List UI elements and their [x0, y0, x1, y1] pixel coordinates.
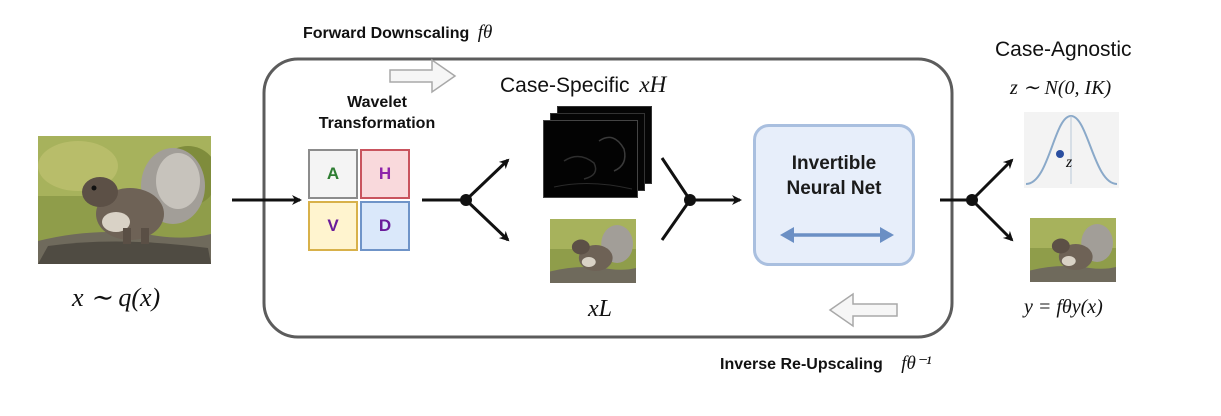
- gaussian-plot: z: [1024, 112, 1119, 188]
- gaussian-curve-icon: [1025, 114, 1118, 185]
- forward-direction-arrow: [389, 58, 457, 94]
- inn-title-line2: Neural Net: [786, 178, 882, 199]
- merge-line-down: [660, 199, 692, 241]
- wavelet-title-line2: Transformation: [318, 115, 436, 132]
- wavelet-cell-h: H: [360, 149, 410, 199]
- wavelet-v-label: V: [327, 216, 339, 235]
- wavelet-title-line1: Wavelet: [347, 94, 407, 111]
- output-arrow-up: [970, 158, 1014, 202]
- inverse-direction-arrow: [828, 292, 898, 328]
- forward-downscaling-label: Forward Downscaling fθ: [303, 22, 492, 44]
- latent-point-marker: [1056, 150, 1064, 158]
- merge-line-up: [660, 157, 692, 201]
- case-specific-text: Case-Specific: [500, 74, 630, 97]
- forward-symbol: fθ: [477, 22, 493, 43]
- latent-point-label: z: [1066, 154, 1073, 171]
- low-frequency-image: [550, 219, 636, 283]
- input-formula: x ∼ q(x): [72, 283, 161, 312]
- output-formula: y = fθy(x): [1024, 296, 1103, 318]
- forward-text: Forward Downscaling: [303, 25, 470, 42]
- inverse-text: Inverse Re-Upscaling: [720, 356, 883, 373]
- latent-formula: z ∼ N(0, IK): [1010, 77, 1112, 99]
- bidirectional-arrow-icon: [780, 227, 894, 243]
- output-squirrel-image: [1030, 218, 1116, 282]
- wavelet-a-label: A: [326, 164, 340, 183]
- wavelet-d-label: D: [378, 216, 392, 235]
- inverse-symbol: fθ⁻¹: [901, 353, 932, 374]
- wavelet-cell-v: V: [308, 201, 358, 251]
- invertible-neural-net-block: Invertible Neural Net: [753, 124, 915, 266]
- split-arrow-up: [464, 158, 510, 202]
- case-specific-label: Case-Specific xH: [500, 72, 666, 98]
- split-arrow-down: [464, 198, 510, 242]
- wavelet-cell-a: A: [308, 149, 358, 199]
- input-squirrel-image: [38, 136, 211, 264]
- pipeline-frame: [262, 57, 954, 339]
- output-arrow-down: [970, 198, 1014, 242]
- inn-title: Invertible Neural Net: [756, 151, 912, 201]
- wavelet-title: Wavelet Transformation: [312, 92, 442, 134]
- case-specific-symbol: xH: [639, 72, 667, 97]
- wavelet-cell-d: D: [360, 201, 410, 251]
- hf-slice-1: [543, 120, 638, 198]
- inn-title-line1: Invertible: [791, 153, 877, 174]
- inverse-reupscaling-label: Inverse Re-Upscaling fθ⁻¹: [720, 352, 932, 375]
- wavelet-h-label: H: [378, 164, 392, 183]
- high-frequency-stack: [543, 106, 653, 198]
- x-low-label: xL: [588, 296, 612, 322]
- case-agnostic-label: Case-Agnostic: [995, 38, 1132, 61]
